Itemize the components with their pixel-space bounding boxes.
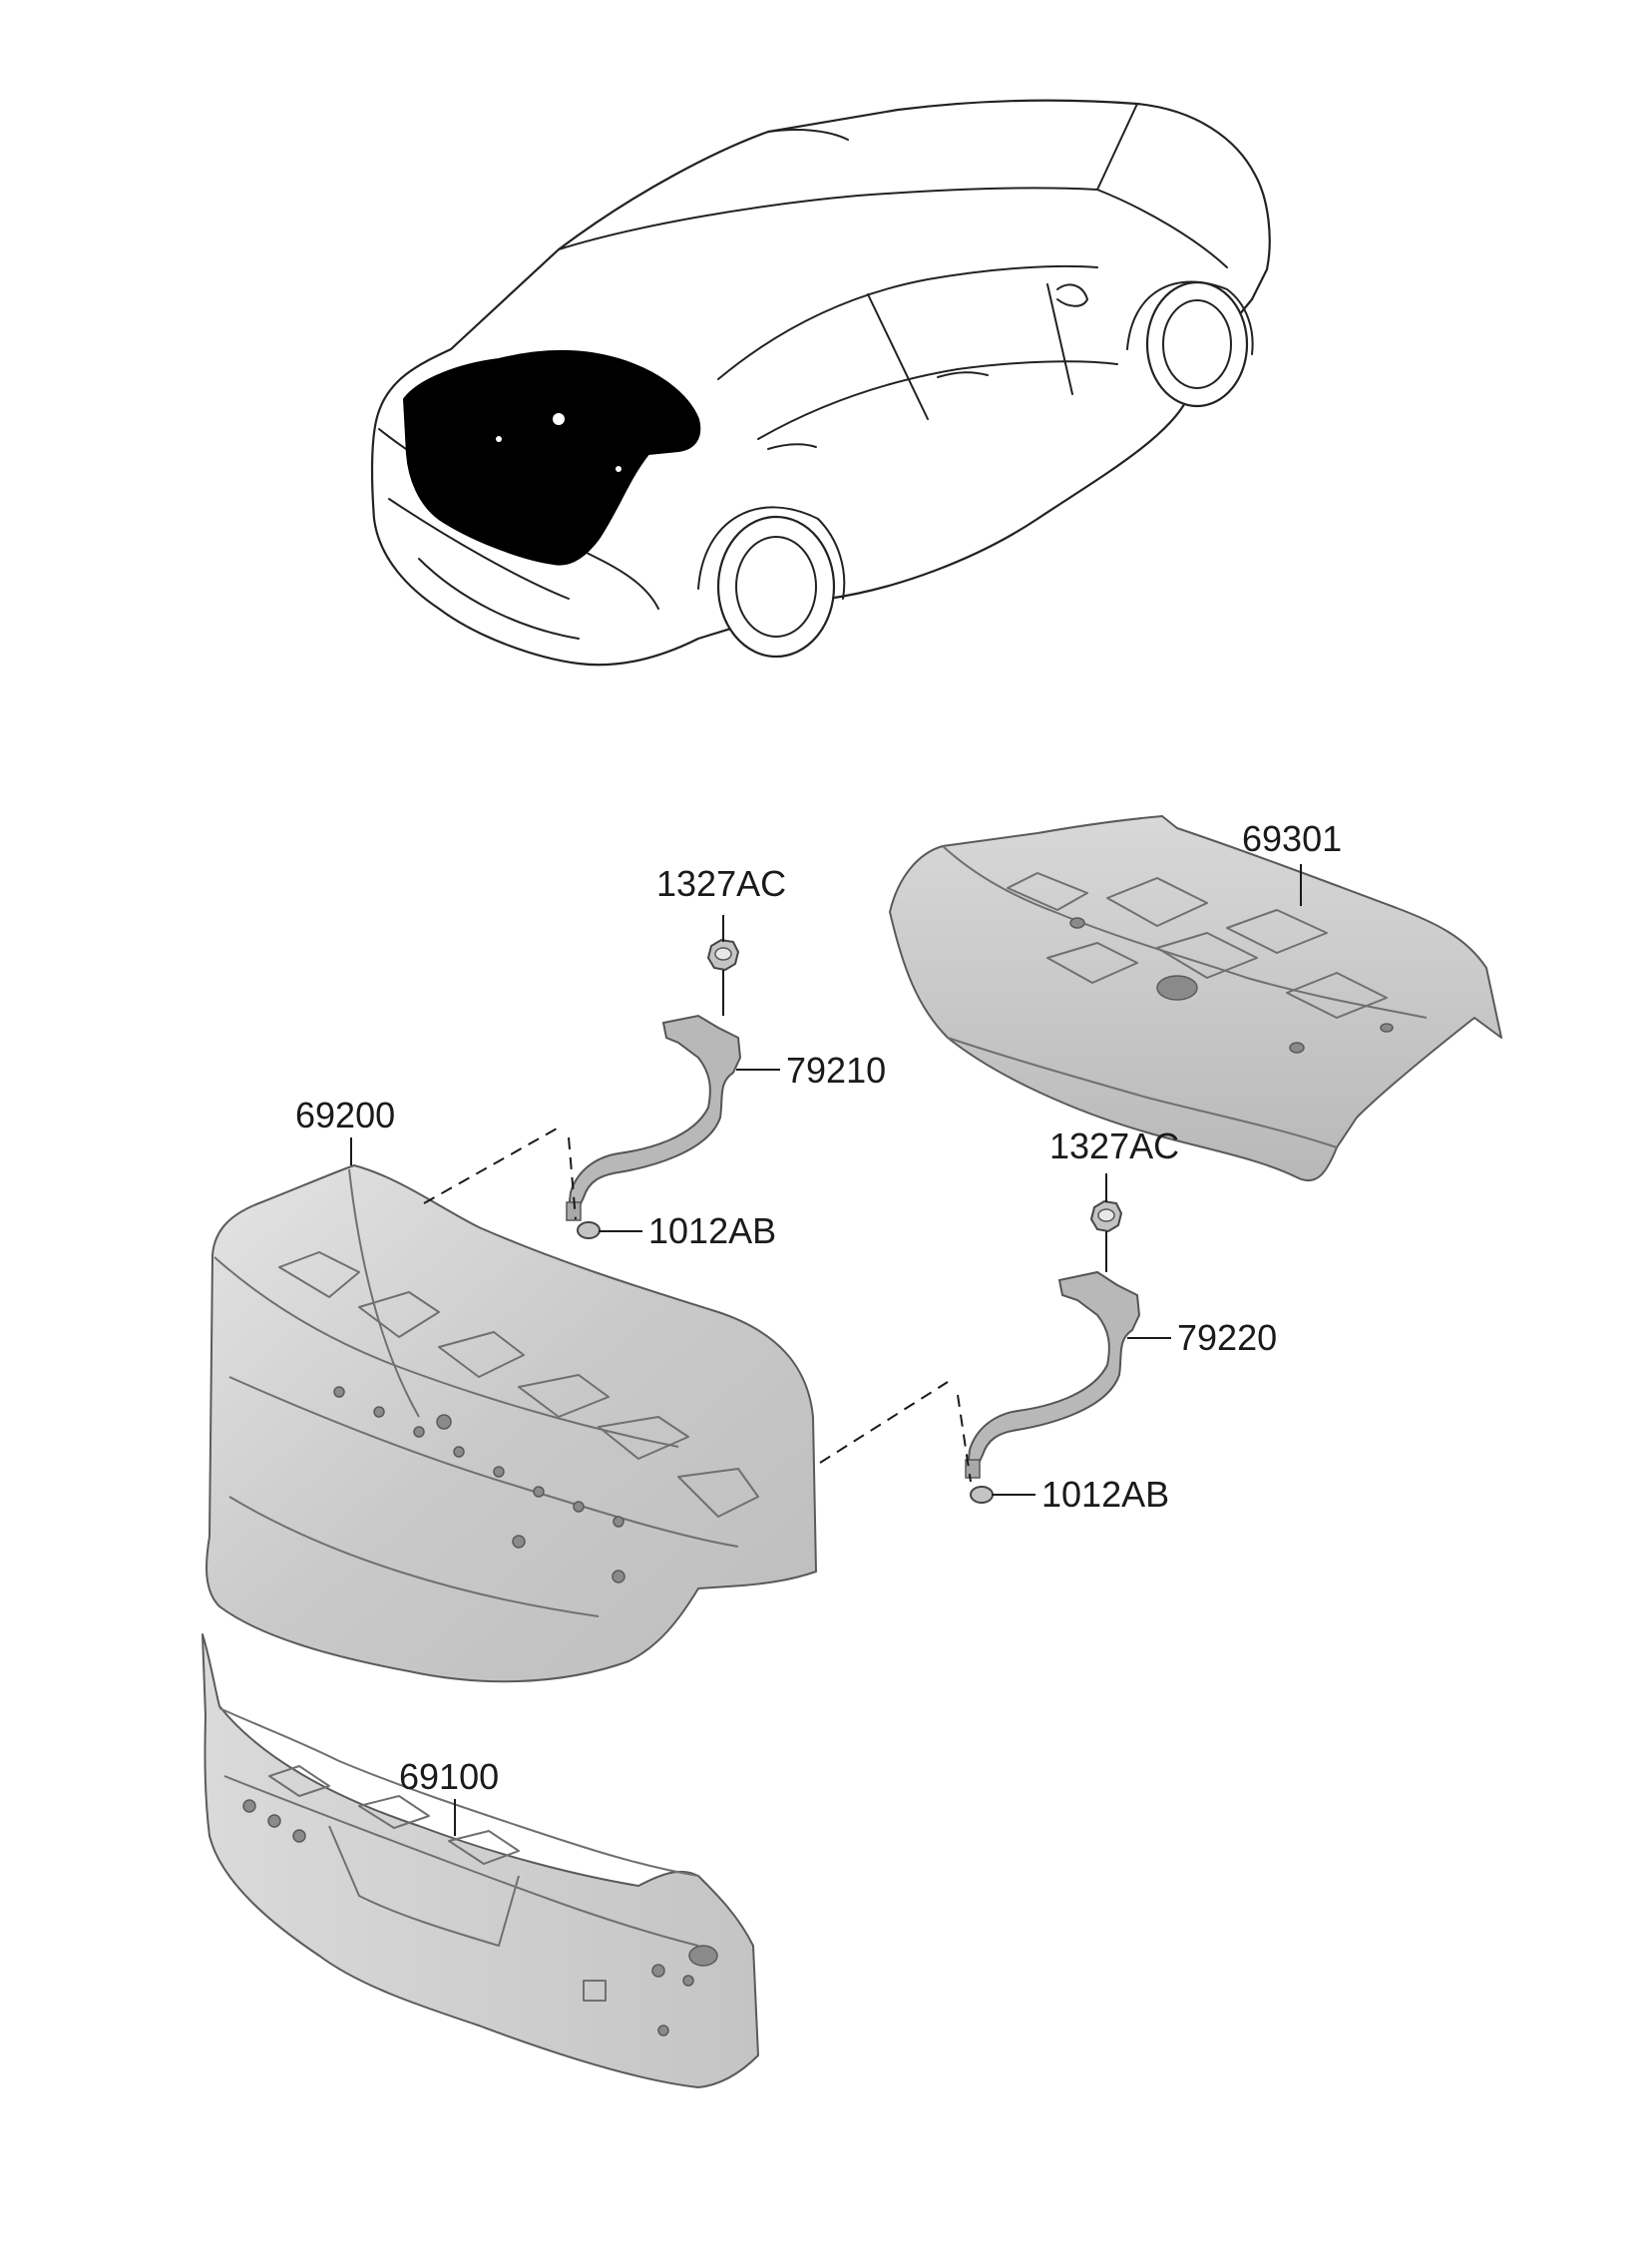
bolt-top bbox=[577, 1221, 601, 1239]
part-label-79220: 79220 bbox=[1177, 1317, 1278, 1358]
part-label-69301: 69301 bbox=[1242, 818, 1343, 859]
part-label-79210: 79210 bbox=[786, 1050, 887, 1091]
part-label-1327ac-top: 1327AC bbox=[656, 863, 787, 904]
highlighted-trunk-part bbox=[402, 349, 701, 566]
hinge-right bbox=[965, 1270, 1141, 1479]
part-label-69200: 69200 bbox=[295, 1095, 396, 1135]
nut-top bbox=[706, 938, 740, 972]
part-label-1012ab-bottom: 1012AB bbox=[1041, 1474, 1170, 1515]
trunk-lid-panel bbox=[206, 1164, 817, 1683]
bolt-bottom bbox=[970, 1486, 994, 1504]
package-tray-panel bbox=[889, 815, 1502, 1182]
part-label-1012ab-top: 1012AB bbox=[648, 1210, 777, 1251]
hinge-left bbox=[566, 1014, 742, 1221]
rear-panel bbox=[202, 1633, 759, 2088]
part-label-1327ac-bottom: 1327AC bbox=[1049, 1126, 1180, 1166]
part-label-69100: 69100 bbox=[399, 1756, 500, 1797]
leader-lines bbox=[350, 864, 1302, 1836]
vehicle-overview bbox=[370, 99, 1271, 667]
nut-bottom bbox=[1089, 1199, 1123, 1233]
